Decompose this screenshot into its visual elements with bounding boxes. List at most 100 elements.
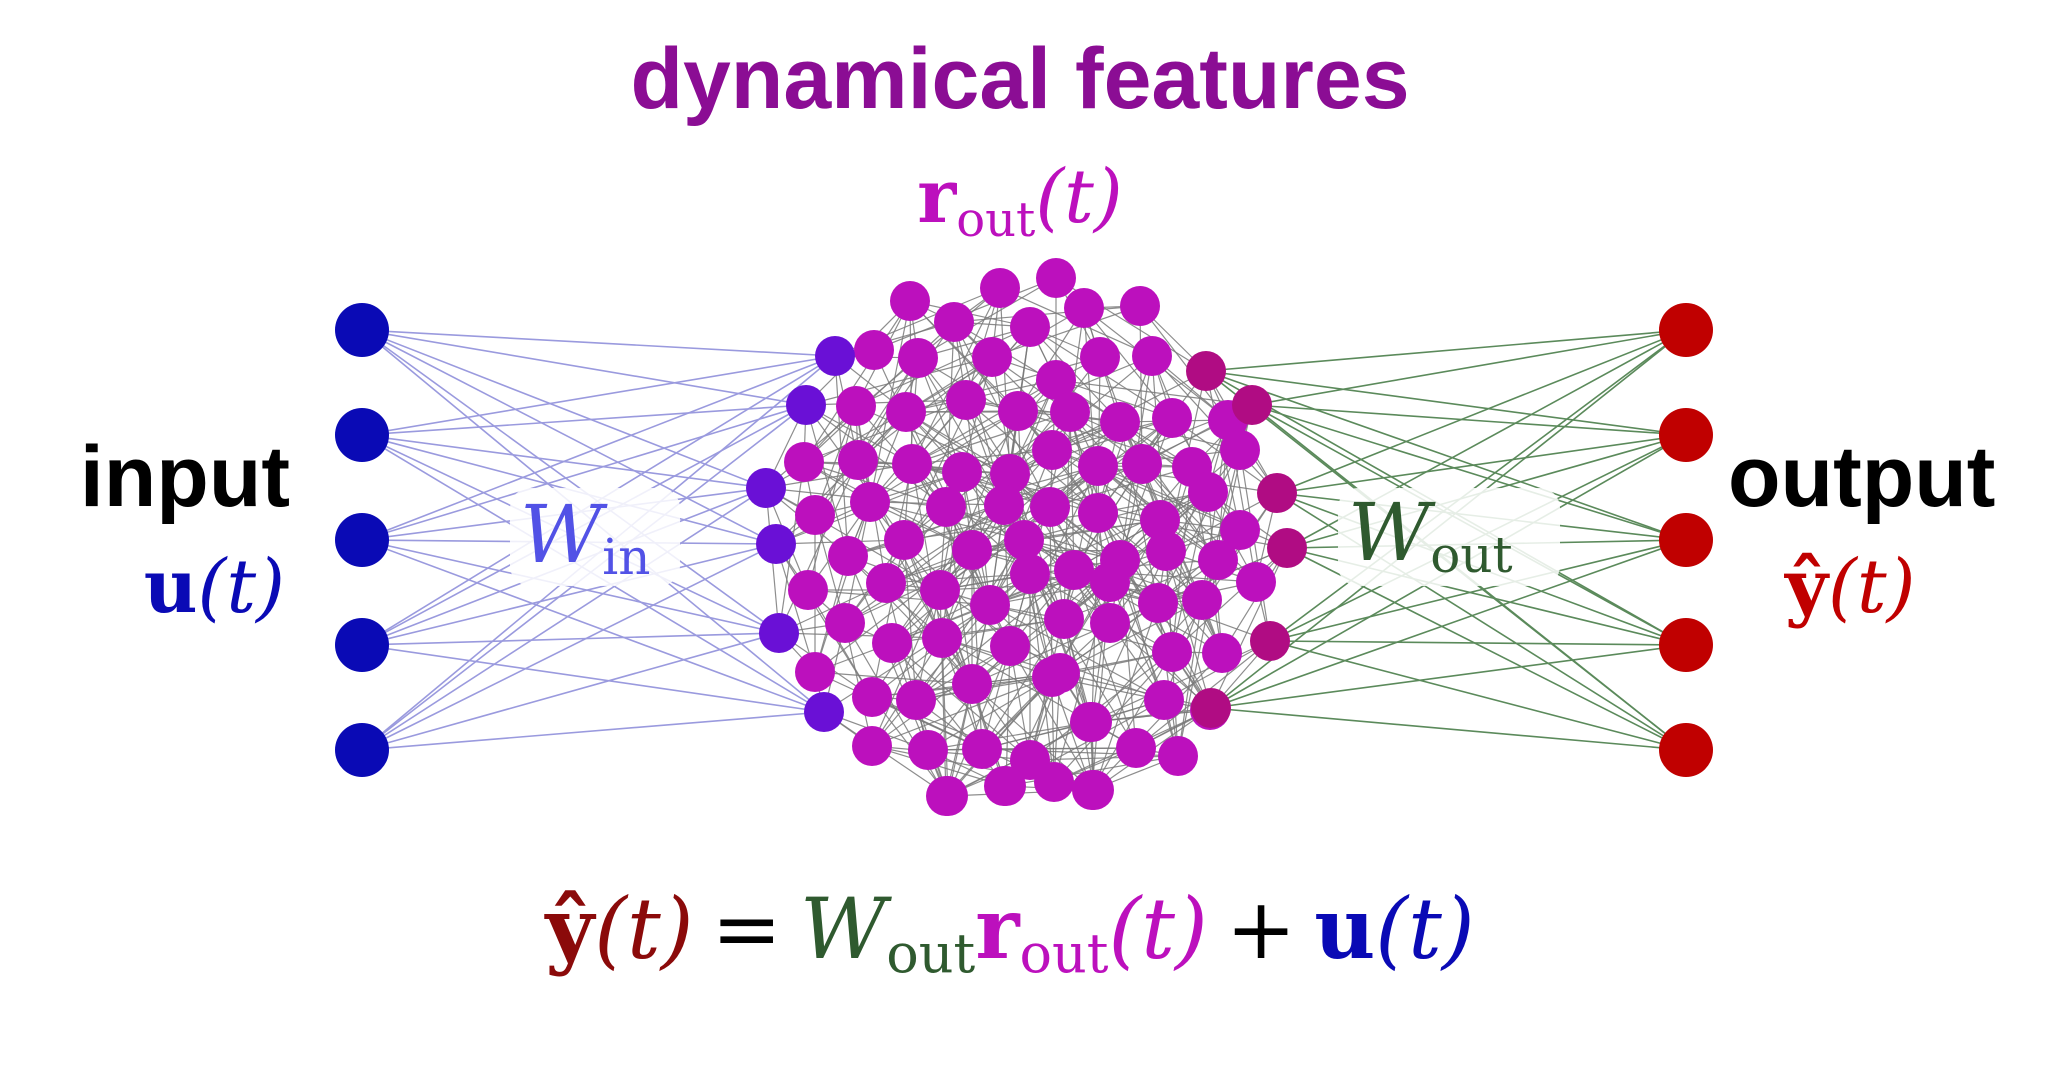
reservoir-node — [990, 454, 1030, 494]
output-edge — [1251, 404, 1687, 436]
input-node — [335, 408, 389, 462]
reservoir-node — [928, 776, 968, 816]
reservoir-node — [1220, 510, 1260, 550]
reservoir-node — [872, 623, 912, 663]
reservoir-edge — [1141, 463, 1219, 561]
reservoir-edge — [1139, 305, 1229, 421]
reservoir-edge — [911, 449, 1053, 465]
reservoir-edge — [1157, 602, 1179, 757]
reservoir-edge — [917, 277, 1057, 359]
reservoir-node — [852, 726, 892, 766]
reservoir-edge — [971, 581, 1111, 685]
eq-r-sub: out — [1020, 922, 1109, 985]
reservoir-edge — [885, 539, 1025, 584]
eq-r-arg: (t) — [1109, 880, 1208, 978]
reservoir-edge — [1017, 307, 1085, 412]
input-edge — [361, 329, 767, 489]
reservoir-node — [1004, 520, 1044, 560]
reservoir-node — [1116, 728, 1156, 768]
reservoir-edge — [939, 410, 1019, 591]
reservoir-edge — [947, 676, 1053, 797]
reservoir-node — [886, 392, 926, 432]
reservoir-edge — [981, 747, 1137, 750]
reservoir-output-node — [1232, 385, 1272, 425]
diagram-title: dynamical features — [630, 31, 1409, 127]
reservoir-node — [1074, 770, 1114, 810]
output-signal-var: ŷ — [1784, 544, 1830, 630]
reservoir-node — [795, 495, 835, 535]
reservoir-edge — [1009, 417, 1173, 475]
reservoir-edge — [1059, 599, 1203, 674]
reservoir-edge — [1091, 651, 1173, 791]
input-edge — [361, 404, 807, 436]
reservoir-edge — [1097, 370, 1207, 514]
w-out-label-group: Wout — [1338, 486, 1560, 586]
reservoir-node — [1152, 398, 1192, 438]
input-signal-label: u(t) — [144, 544, 285, 630]
reservoir-node — [946, 380, 986, 420]
output-edge — [1210, 707, 1687, 751]
w-in-label-group: Win — [510, 488, 680, 586]
reservoir-edge — [805, 356, 993, 406]
reservoir-edge — [1097, 449, 1241, 467]
reservoir-edge — [989, 604, 1165, 701]
reservoir-nodes — [746, 258, 1307, 816]
reservoir-node — [1090, 562, 1130, 602]
reservoir-edge — [814, 501, 871, 673]
reservoir-edge — [885, 573, 1031, 584]
reservoir-node — [1198, 540, 1238, 580]
output-signal-label: ŷ(t) — [1784, 544, 1915, 630]
reservoir-state-sub: out — [956, 192, 1035, 248]
reservoir-edge — [1003, 463, 1143, 506]
reservoir-node — [926, 487, 966, 527]
output-nodes — [1659, 303, 1713, 777]
reservoir-node — [890, 281, 930, 321]
reservoir-node — [1034, 762, 1074, 802]
reservoir-output-node — [1191, 688, 1231, 728]
reservoir-edge — [1091, 599, 1203, 723]
reservoir-edge — [869, 410, 1019, 503]
w-out-label-halo — [1338, 488, 1560, 586]
reservoir-node — [1030, 487, 1070, 527]
input-node — [335, 723, 389, 777]
reservoir-node — [1054, 550, 1094, 590]
input-edge — [361, 329, 836, 357]
reservoir-edge — [903, 539, 973, 685]
eq-wout: W — [800, 880, 893, 978]
output-edge — [1251, 404, 1687, 541]
output-node — [1659, 513, 1713, 567]
reservoir-edge — [1097, 512, 1223, 654]
eq-yhat: ŷ — [543, 879, 596, 978]
reservoir-node — [1070, 702, 1110, 742]
readout-equation: ŷ(t)=Woutrout(t)+u(t) — [543, 879, 1474, 985]
reservoir-node — [998, 391, 1038, 431]
w-in-sub: in — [602, 528, 650, 586]
reservoir-node — [1152, 632, 1192, 672]
reservoir-node — [866, 563, 906, 603]
input-edge — [361, 543, 777, 751]
reservoir-node — [1140, 500, 1180, 540]
reservoir-output-node — [1267, 528, 1307, 568]
input-edge — [361, 487, 767, 751]
reservoir-edge — [1171, 547, 1288, 653]
reservoir-input-node — [746, 468, 786, 508]
reservoir-node — [1080, 337, 1120, 377]
output-signal-arg: (t) — [1828, 544, 1915, 630]
reservoir-edge — [805, 404, 913, 465]
output-edge — [1210, 644, 1687, 709]
eq-plus: + — [1226, 880, 1296, 978]
reservoir-edge — [778, 459, 859, 634]
reservoir-node — [952, 530, 992, 570]
reservoir-edge — [1017, 410, 1193, 468]
w-in-label: Win — [520, 488, 650, 586]
reservoir-node — [984, 485, 1024, 525]
reservoir-node — [788, 570, 828, 610]
reservoir-edge — [1063, 559, 1219, 620]
input-edge — [361, 632, 780, 646]
reservoir-node — [1010, 307, 1050, 347]
eq-yhat-arg: (t) — [594, 880, 693, 978]
reservoir-edge — [917, 357, 1005, 506]
reservoir-input-node — [759, 613, 799, 653]
reservoir-edge — [1097, 356, 1101, 514]
